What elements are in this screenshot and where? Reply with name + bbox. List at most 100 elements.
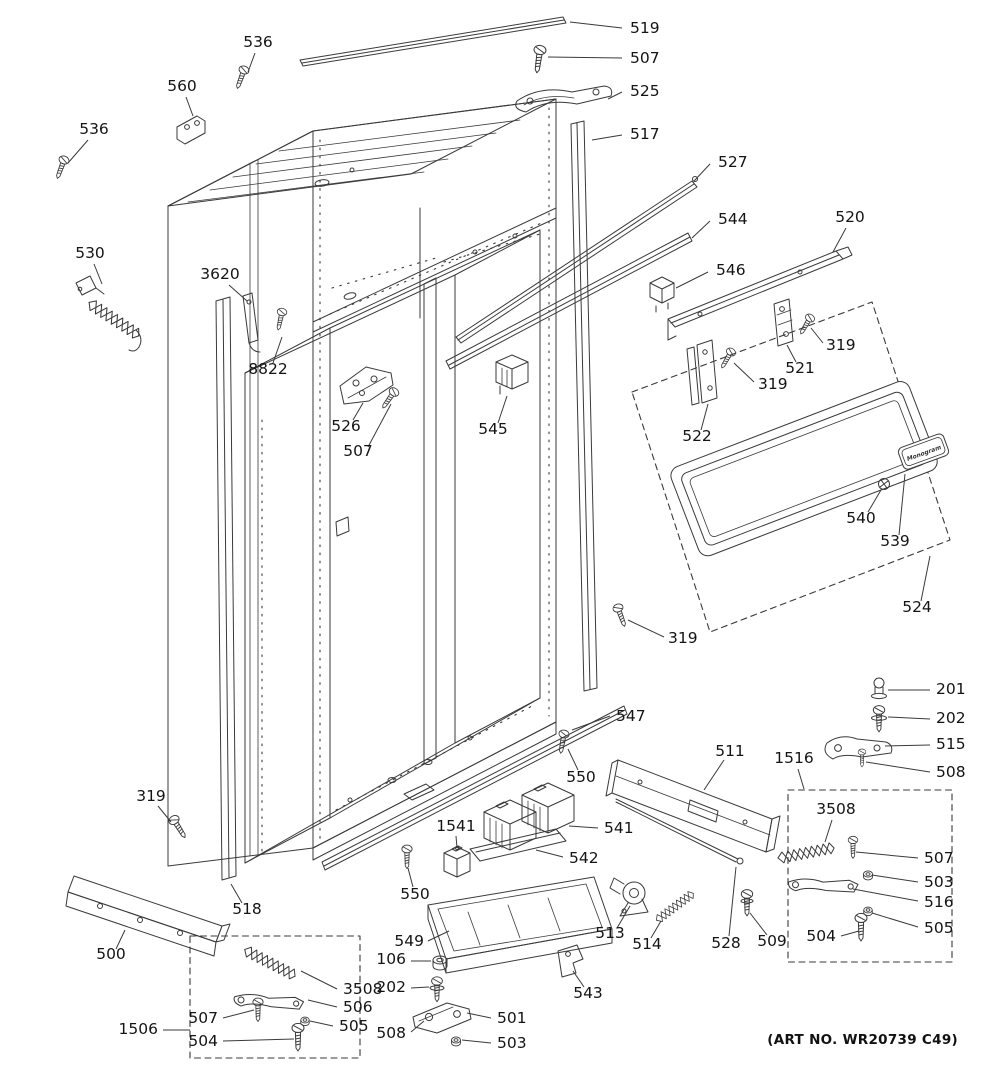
part-label-505: 505 (339, 1017, 369, 1035)
cabinet-case (167, 98, 628, 871)
bottom-left-parts (65, 813, 361, 1059)
part-label-541: 541 (604, 819, 634, 837)
part-label-3508: 3508 (816, 800, 855, 818)
screw-icon (52, 154, 71, 181)
trim-strips (215, 16, 853, 881)
leader-line (884, 744, 931, 747)
leader-line (703, 759, 725, 791)
coil-icon (85, 297, 143, 341)
part-500-rail (65, 875, 231, 957)
leader-line (840, 930, 860, 937)
part-label-525: 525 (630, 82, 660, 100)
part-label-202: 202 (376, 978, 406, 996)
part-label-503: 503 (924, 873, 954, 891)
leader-line (427, 930, 450, 942)
leader-line (230, 883, 243, 904)
door-assembly-region: Monogram (631, 298, 951, 633)
part-525-bracket (515, 85, 613, 113)
part-520-top-rail (667, 246, 853, 341)
part-202-screw-lower (429, 976, 445, 1003)
part-546-relay (649, 276, 675, 313)
nut-icon (863, 870, 873, 881)
part-label-1506: 1506 (119, 1020, 158, 1038)
leader-line (222, 1038, 295, 1042)
case-bottom-band (312, 721, 557, 861)
lever-icon (232, 987, 305, 1017)
part-label-201: 201 (936, 680, 966, 698)
case-front-face (312, 98, 557, 849)
leader-line (571, 715, 611, 731)
leader-line (867, 489, 882, 513)
leader-line (650, 920, 662, 939)
part-label-560: 560 (167, 77, 197, 95)
part-1541-block (443, 845, 471, 878)
screw-icon (611, 602, 630, 629)
bottom-center-parts (401, 782, 613, 1047)
case-interior (244, 229, 541, 864)
leader-line (185, 96, 194, 117)
part-label-536: 536 (243, 33, 273, 51)
screw-icon (273, 307, 288, 332)
leader-line (67, 139, 89, 164)
part-label-504: 504 (806, 927, 836, 945)
part-label-507: 507 (924, 849, 954, 867)
part-label-1541: 1541 (436, 817, 475, 835)
screw-icon (166, 813, 190, 841)
leader-line (871, 912, 919, 928)
part-label-319: 319 (758, 375, 788, 393)
part-521-bracket (773, 298, 794, 347)
part-label-522: 522 (682, 427, 712, 445)
part-label-526: 526 (331, 417, 361, 435)
part-label-509: 509 (757, 932, 787, 950)
part-label-517: 517 (630, 125, 660, 143)
art-number: (ART NO. WR20739 C49) (767, 1032, 958, 1048)
leader-line (852, 888, 919, 902)
part-544-strip (445, 232, 693, 370)
center-mullion (423, 277, 437, 765)
leader-line (466, 1012, 492, 1019)
part-label-514: 514 (632, 935, 662, 953)
bottom-rail-547 (321, 705, 628, 871)
leader-line (157, 805, 172, 823)
loose-screws (52, 44, 548, 412)
part-509-screw (740, 889, 754, 917)
part-label-513: 513 (595, 924, 625, 942)
leader-line (272, 336, 283, 364)
part-label-546: 546 (716, 261, 746, 279)
part-label-539: 539 (880, 532, 910, 550)
part-513-bracket (609, 877, 649, 917)
leader-line (547, 56, 623, 59)
leader-line (352, 402, 364, 421)
part-526-bracket (339, 366, 394, 405)
leader-line (591, 134, 623, 141)
screw-icon (857, 748, 867, 768)
leader-line (887, 716, 931, 720)
leader-line (865, 761, 931, 773)
part-label-202: 202 (936, 709, 966, 727)
part-label-550: 550 (400, 885, 430, 903)
part-label-540: 540 (846, 509, 876, 527)
part-label-550: 550 (566, 768, 596, 786)
leader-line (307, 999, 338, 1008)
leader-line (607, 91, 623, 100)
screw-icon (530, 44, 548, 75)
leader-line (749, 912, 768, 936)
part-label-507: 507 (630, 49, 660, 67)
part-560-bracket (176, 115, 206, 145)
part-511-control-housing (605, 759, 781, 853)
part-522-bracket (686, 339, 718, 406)
part-label-530: 530 (75, 244, 105, 262)
leader-line (733, 362, 755, 383)
part-label-501: 501 (497, 1009, 527, 1027)
leader-line (455, 835, 458, 849)
part-label-516: 516 (924, 893, 954, 911)
leader-line (797, 768, 805, 790)
screw-icon (232, 64, 251, 91)
leader-line (786, 344, 797, 363)
part-label-515: 515 (936, 735, 966, 753)
part-label-507: 507 (188, 1009, 218, 1027)
part-519-top-strip (299, 16, 567, 67)
